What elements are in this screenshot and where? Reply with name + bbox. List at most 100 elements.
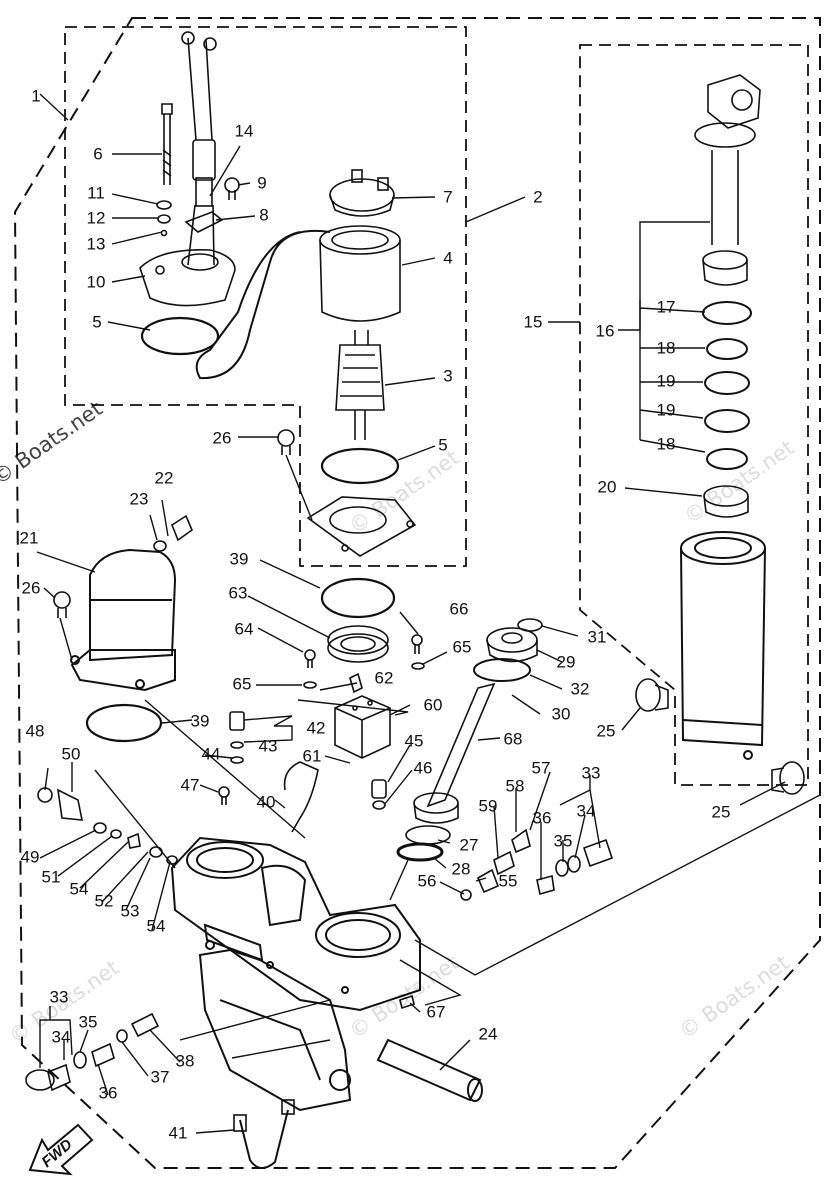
- armature-3: [335, 330, 385, 440]
- callout-34b: 34: [51, 1027, 71, 1047]
- hose-40: [283, 761, 319, 833]
- callout-41: 41: [168, 1123, 188, 1143]
- callout-50: 50: [61, 744, 81, 764]
- callout-36b: 36: [98, 1083, 118, 1103]
- callout-12: 12: [86, 208, 106, 228]
- callout-23: 23: [129, 489, 149, 509]
- motor-cable-loop: [195, 229, 331, 380]
- callout-1: 1: [31, 86, 41, 106]
- callout-53: 53: [120, 901, 140, 921]
- callout-7: 7: [443, 187, 453, 207]
- callout-10: 10: [86, 272, 106, 292]
- motor-assembly-outline: [64, 26, 467, 567]
- callout-17: 17: [656, 297, 676, 317]
- screw-26-upper: [277, 429, 295, 455]
- valve-68: [413, 682, 496, 824]
- callout-67: 67: [426, 1002, 446, 1022]
- callout-37: 37: [150, 1067, 170, 1087]
- callout-46: 46: [413, 758, 433, 778]
- callout-52: 52: [94, 891, 114, 911]
- backup-ring-19-b: [704, 409, 750, 433]
- assembly-outline-dashed: [13, 17, 821, 1169]
- screws-64-66: [303, 634, 425, 689]
- callout-48: 48: [25, 721, 45, 741]
- shaft-24: [376, 1038, 483, 1102]
- o-ring-39-center: [320, 577, 396, 619]
- screw-67: [399, 994, 415, 1010]
- callout-43: 43: [258, 736, 278, 756]
- callout-59: 59: [478, 796, 498, 816]
- callout-33b: 33: [49, 987, 69, 1007]
- callout-31: 31: [587, 627, 607, 647]
- callout-15: 15: [523, 312, 543, 332]
- pump-60: [334, 695, 391, 759]
- screw-26-lower: [53, 591, 71, 618]
- callout-33a: 33: [581, 763, 601, 783]
- screw-47: [218, 786, 230, 805]
- callout-42: 42: [306, 718, 326, 738]
- callout-14: 14: [234, 121, 254, 141]
- callout-35b: 35: [78, 1012, 98, 1032]
- leader-lines: [36, 93, 821, 1134]
- callout-20: 20: [597, 477, 617, 497]
- o-ring-17: [702, 301, 752, 325]
- brush-holder-7: [329, 169, 395, 217]
- cylinder-head-20: [703, 485, 749, 518]
- callout-24: 24: [478, 1024, 498, 1044]
- callout-49: 49: [20, 847, 40, 867]
- callout-25a: 25: [596, 721, 616, 741]
- callout-39b: 39: [190, 711, 210, 731]
- callout-28: 28: [451, 859, 471, 879]
- callout-62: 62: [374, 668, 394, 688]
- motor-end-housing: [306, 496, 417, 557]
- motor-yoke-4: [319, 225, 401, 322]
- o-ring-5-upper: [140, 316, 220, 356]
- pump-housing-body: [170, 836, 421, 1012]
- o-ring-31: [517, 618, 543, 632]
- callout-34a: 34: [576, 801, 596, 821]
- pipe-41: [239, 1109, 289, 1169]
- tilt-cylinder-body: [680, 531, 766, 760]
- callout-8: 8: [259, 205, 269, 225]
- callout-65b: 65: [232, 674, 252, 694]
- callout-54a: 54: [69, 879, 89, 899]
- plug-42-43-44: [229, 711, 245, 764]
- callout-2: 2: [533, 187, 543, 207]
- pin-62: [349, 672, 363, 694]
- o-ring-32: [473, 658, 531, 682]
- fitting-45-46: [371, 779, 387, 810]
- pipe-41-fitting-a: [233, 1114, 247, 1132]
- washers-11-12-13: [156, 200, 172, 237]
- cylinder-rod-top-16: [694, 74, 761, 286]
- callout-22: 22: [154, 468, 174, 488]
- tilt-cylinder-outline: [579, 44, 809, 786]
- callout-21: 21: [19, 528, 39, 548]
- callout-18a: 18: [656, 338, 676, 358]
- pipe-41-fitting-b: [281, 1099, 295, 1115]
- callout-6: 6: [93, 144, 103, 164]
- callout-40: 40: [256, 792, 276, 812]
- callout-51: 51: [41, 867, 61, 887]
- backup-ring-19-a: [704, 371, 750, 395]
- callout-5b: 5: [438, 435, 448, 455]
- callout-44: 44: [201, 744, 221, 764]
- plug-22-23: [153, 514, 193, 552]
- callout-26a: 26: [212, 428, 232, 448]
- motor-wire-leads: [181, 31, 217, 266]
- callout-38: 38: [175, 1051, 195, 1071]
- valve-cluster-33-38-left: [25, 1012, 160, 1092]
- cap-29: [486, 627, 538, 663]
- callout-36a: 36: [532, 808, 552, 828]
- o-ring-39-left: [85, 703, 163, 743]
- callout-56: 56: [417, 871, 437, 891]
- callout-13: 13: [86, 234, 106, 254]
- bolt-6: [161, 103, 173, 185]
- o-ring-18-a: [706, 338, 748, 360]
- callout-39a: 39: [229, 549, 249, 569]
- callout-19a: 19: [656, 371, 676, 391]
- cap-25-right: [771, 761, 805, 795]
- callout-54b: 54: [146, 916, 166, 936]
- o-ring-18-b: [706, 448, 748, 470]
